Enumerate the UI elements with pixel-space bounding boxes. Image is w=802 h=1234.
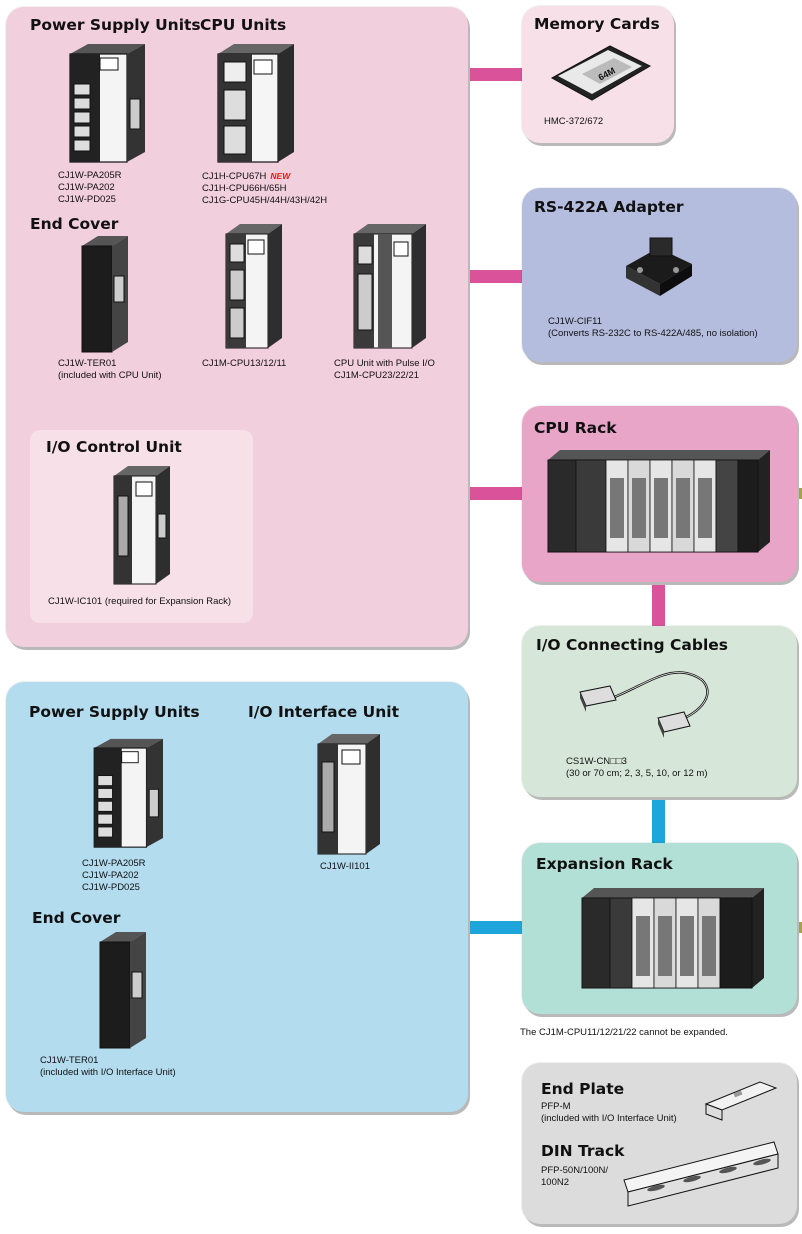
cpu-units-heading: CPU Units: [200, 16, 287, 34]
exp-end-cover-label: CJ1W-TER01 (included with I/O Interface …: [40, 1055, 176, 1078]
io-cables-heading: I/O Connecting Cables: [536, 636, 729, 654]
io-control-label: CJ1W-IC101 (required for Expansion Rack): [48, 596, 232, 607]
cj1m-pulse-cpu-image: [353, 224, 426, 349]
connector-rs422: [468, 270, 522, 283]
rs422-heading: RS-422A Adapter: [534, 198, 684, 216]
cpu-rack-heading: CPU Rack: [534, 419, 617, 437]
stub-cpu-rack-right: [797, 488, 802, 499]
connector-rack-to-cables: [652, 582, 665, 626]
expansion-rack-image: [581, 888, 764, 989]
connector-cables-to-expansion: [652, 797, 665, 843]
exp-power-supply-heading: Power Supply Units: [29, 703, 200, 721]
connector-expansion: [468, 921, 522, 934]
cj1m-pulse-label: CPU Unit with Pulse I/O CJ1M-CPU23/22/21: [334, 358, 435, 381]
din-track-image: [623, 1141, 779, 1207]
rs422-label: CJ1W-CIF11 (Converts RS-232C to RS-422A/…: [548, 316, 758, 339]
exp-end-cover-heading: End Cover: [32, 909, 121, 927]
cpu-unit-image: [217, 44, 294, 163]
io-interface-unit-image: [317, 734, 380, 855]
connector-cpu-rack: [468, 487, 522, 500]
din-track-heading: DIN Track: [541, 1142, 625, 1160]
cj1m-cpu-image: [225, 224, 282, 349]
stub-expansion-right: [797, 922, 802, 933]
end-cover-label: CJ1W-TER01 (included with CPU Unit): [58, 358, 162, 381]
io-control-unit-image: [113, 466, 170, 585]
io-cables-panel: [522, 626, 797, 797]
power-supply-heading: Power Supply Units: [30, 16, 201, 34]
exp-end-cover-image: [99, 932, 146, 1049]
memory-card-model: HMC-372/672: [544, 116, 604, 127]
power-supply-models: CJ1W-PA205R CJ1W-PA202 CJ1W-PD025: [58, 170, 122, 205]
memory-card-image: [550, 45, 652, 101]
io-interface-heading: I/O Interface Unit: [248, 703, 400, 721]
end-cover-image: [81, 236, 128, 353]
io-control-heading: I/O Control Unit: [46, 438, 182, 456]
exp-power-supply-models: CJ1W-PA205R CJ1W-PA202 CJ1W-PD025: [82, 858, 146, 893]
cj1m-cpu-label: CJ1M-CPU13/12/11: [202, 358, 287, 369]
end-cover-heading: End Cover: [30, 215, 119, 233]
end-plate-heading: End Plate: [541, 1080, 625, 1098]
cpu-rack-image: [547, 450, 770, 553]
io-interface-model: CJ1W-II101: [320, 861, 370, 872]
connector-memory: [468, 68, 522, 81]
expansion-units-panel: [6, 682, 468, 1112]
power-supply-unit-image: [69, 44, 145, 163]
expansion-note: The CJ1M-CPU11/12/21/22 cannot be expand…: [520, 1027, 728, 1038]
end-plate-label: PFP-M (included with I/O Interface Unit): [541, 1101, 677, 1124]
new-badge: NEW: [270, 171, 291, 181]
io-cables-label: CS1W-CN□□3 (30 or 70 cm; 2, 3, 5, 10, or…: [566, 756, 708, 779]
memory-cards-heading: Memory Cards: [534, 15, 660, 33]
din-track-label: PFP-50N/100N/ 100N2: [541, 1165, 609, 1188]
exp-power-supply-image: [93, 738, 163, 848]
expansion-rack-heading: Expansion Rack: [536, 855, 673, 873]
rs422-adapter-image: [626, 237, 692, 296]
io-cable-image: [579, 671, 709, 738]
end-plate-image: [704, 1081, 778, 1121]
